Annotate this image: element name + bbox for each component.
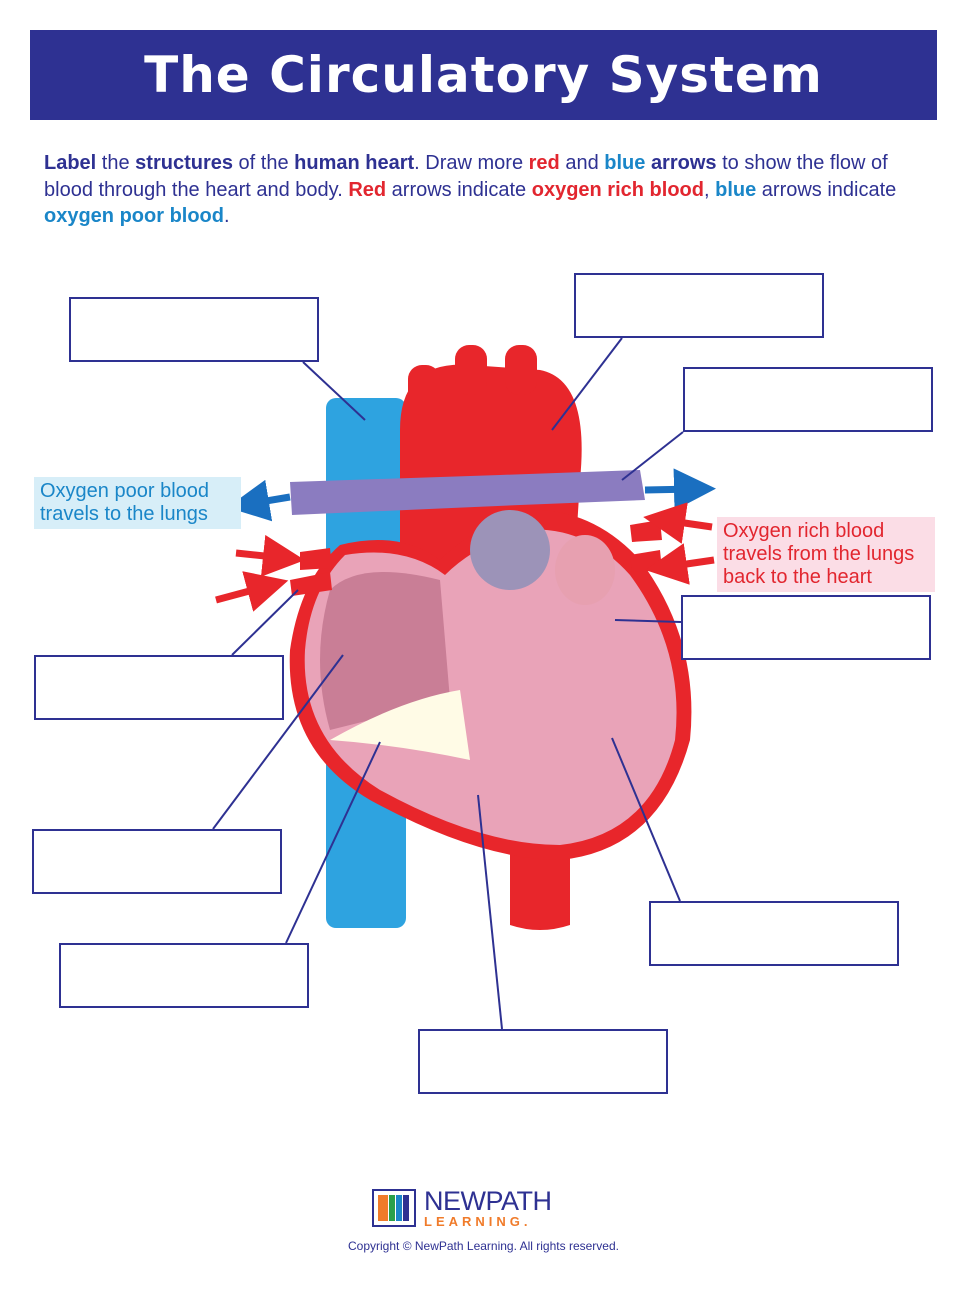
label-box[interactable] [574,273,824,338]
page-title: The Circulatory System [144,46,823,104]
instr-text: and [559,152,605,174]
instr-text: blue [715,178,757,201]
instr-text: oxygen poor blood [44,205,224,227]
instr-text: arrows indicate [756,178,897,201]
label-box[interactable] [32,829,282,894]
label-box[interactable] [681,595,931,660]
logo-bottom-text: LEARNING. [424,1214,532,1229]
copyright: Copyright © NewPath Learning. All rights… [348,1239,619,1253]
instr-text: the [96,152,136,174]
red-arrow [290,520,662,596]
red-arrow [645,543,715,585]
book-icon [372,1189,416,1227]
instr-text: . [224,205,230,227]
blue-arrow [227,479,291,522]
instr-text: , [703,178,716,201]
label-box[interactable] [34,655,284,720]
title-banner: The Circulatory System [30,30,937,120]
instr-text: human heart [294,152,415,174]
instr-text: of the [232,152,295,174]
pulmonary-artery [290,470,645,515]
instr-text: blue [604,152,646,174]
descending-aorta [510,840,570,930]
instructions: Label the structures of the human heart.… [44,150,924,230]
aortic-branch [408,365,440,415]
label-box[interactable] [649,901,899,966]
red-arrow [643,502,713,544]
right-atrium [320,572,450,730]
oxygen-rich-callout: Oxygen rich blood travels from the lungs… [717,517,935,592]
pulmonary-valve [555,535,615,605]
leader-lines [212,337,684,1030]
instr-text: red [528,152,560,174]
red-arrow [235,534,305,577]
instr-text: Red [348,178,387,201]
oxygen-poor-callout: Oxygen poor blood travels to the lungs [34,477,241,529]
aortic-branch [505,345,537,395]
instr-text: . Draw more [414,152,529,174]
label-box[interactable] [418,1029,668,1094]
instr-text: structures [135,152,233,174]
instr-text: oxygen rich blood [531,178,704,201]
blue-arrow [644,468,716,511]
instr-text: Label [44,152,97,174]
instr-text: to show the flow of blood through the he… [44,152,888,201]
label-box[interactable] [69,297,319,362]
red-arrow [215,571,289,612]
left-atrium [470,510,550,590]
valve [330,690,470,760]
instr-text: arrows [650,152,717,174]
label-box[interactable] [683,367,933,432]
logo-top-text: NEWPATH [424,1186,552,1216]
aortic-branch [455,345,487,395]
instr-text: arrows indicate [386,178,532,201]
label-box[interactable] [59,943,309,1008]
